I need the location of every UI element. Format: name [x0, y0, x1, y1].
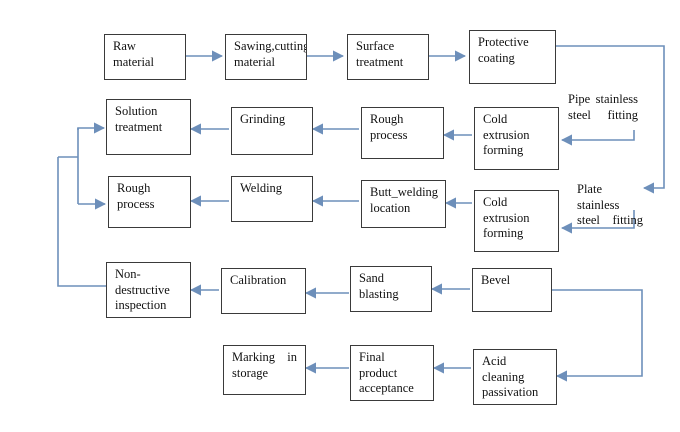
- step-final-product-acceptance: Final product acceptance: [350, 345, 434, 401]
- step-non-destructive-inspection: Non-destructive inspection: [106, 262, 191, 318]
- step-butt-welding-location-label: Butt_welding location: [370, 185, 439, 215]
- step-acid-cleaning-passivation: Acid cleaning passivation: [473, 349, 557, 405]
- step-bevel: Bevel: [472, 268, 552, 312]
- step-cold-extrusion-forming-1: Cold extrusion forming: [474, 107, 559, 170]
- step-rough-process-1-label: Rough process: [370, 112, 408, 142]
- step-cold-extrusion-forming-1-label: Cold extrusion forming: [483, 112, 530, 158]
- connector-to-pipe-branch: [560, 130, 635, 146]
- arrow-bracket-to-solution: [77, 122, 106, 204]
- step-solution-treatment-label: Solution treatment: [115, 104, 163, 134]
- step-welding-label: Welding: [240, 181, 283, 195]
- branch-label-plate-text: Plate stainless steel fitting: [577, 182, 643, 228]
- branch-label-plate: Plate stainless steel fitting: [577, 182, 643, 229]
- connector-coating-to-branches: [556, 45, 665, 194]
- connector-left-bracket: [57, 157, 106, 287]
- step-marking-in-storage-label: Marking in storage: [232, 350, 297, 380]
- step-calibration: Calibration: [221, 268, 306, 314]
- step-protective-coating-label: Protective coating: [478, 35, 529, 65]
- step-cold-extrusion-forming-2-label: Cold extrusion forming: [483, 195, 530, 241]
- connector-bevel-to-acid: [552, 289, 643, 382]
- step-grinding-label: Grinding: [240, 112, 286, 126]
- connector-to-plate-branch: [560, 210, 635, 234]
- step-raw-material: Raw material: [104, 34, 186, 80]
- step-final-product-acceptance-label: Final product acceptance: [359, 350, 414, 396]
- step-rough-process-2-label: Rough process: [117, 181, 155, 211]
- step-surface-treatment: Surface treatment: [347, 34, 429, 80]
- step-rough-process-1: Rough process: [361, 107, 444, 159]
- step-acid-cleaning-passivation-label: Acid cleaning passivation: [482, 354, 539, 400]
- step-marking-in-storage: Marking in storage: [223, 345, 306, 395]
- step-sand-blasting: Sand blasting: [350, 266, 432, 312]
- step-cold-extrusion-forming-2: Cold extrusion forming: [474, 190, 559, 252]
- step-sawing-cutting: Sawing,cutting material: [225, 34, 307, 80]
- branch-label-pipe: Pipe stainless steel fitting: [568, 92, 638, 123]
- step-protective-coating: Protective coating: [469, 30, 556, 84]
- step-raw-material-label: Raw material: [113, 39, 154, 69]
- step-surface-treatment-label: Surface treatment: [356, 39, 404, 69]
- step-welding: Welding: [231, 176, 313, 222]
- step-sand-blasting-label: Sand blasting: [359, 271, 399, 301]
- step-solution-treatment: Solution treatment: [106, 99, 191, 155]
- step-calibration-label: Calibration: [230, 273, 287, 287]
- step-grinding: Grinding: [231, 107, 313, 155]
- step-bevel-label: Bevel: [481, 273, 511, 287]
- step-butt-welding-location: Butt_welding location: [361, 180, 446, 228]
- step-sawing-cutting-label: Sawing,cutting material: [234, 39, 307, 69]
- step-non-destructive-inspection-label: Non-destructive inspection: [115, 267, 170, 313]
- step-rough-process-2: Rough process: [108, 176, 191, 228]
- branch-label-pipe-text: Pipe stainless steel fitting: [568, 92, 638, 122]
